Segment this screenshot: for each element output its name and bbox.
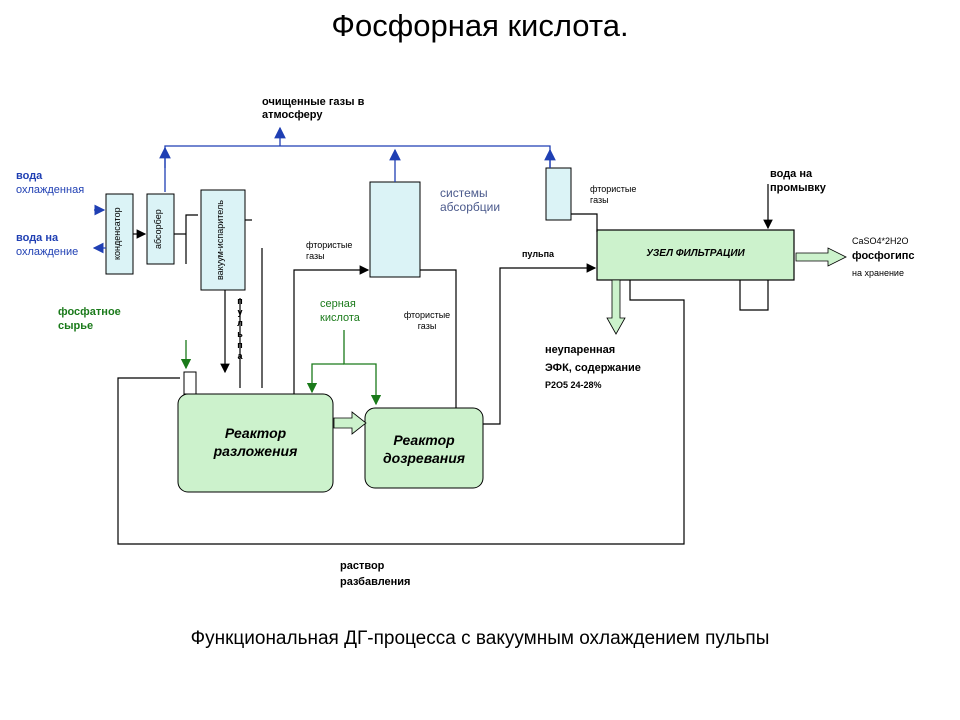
wash-water-label-1: вода на <box>770 168 813 180</box>
acid-label-1: неупаренная <box>545 344 616 356</box>
absorption-systems-label: системы абсорбции <box>440 186 501 214</box>
fluorine-gases-mid-label: фтористые газы <box>403 310 451 331</box>
reactor-maturation-label: Реактор дозревания <box>383 432 465 466</box>
sulfuric-label-1: серная <box>320 298 356 310</box>
vacuum-evaporator-label: вакуум-испаритель <box>215 200 225 280</box>
absorber-label: абсорбер <box>153 209 163 249</box>
page-title: Фосфорная кислота. <box>331 8 629 43</box>
vacuum-evaporator-vessel <box>200 189 246 291</box>
hollow-arrow-reactors <box>333 411 367 435</box>
dilution-label-1: раствор <box>340 560 385 572</box>
water-heat-label-1: вода на <box>16 232 59 244</box>
hollow-arrow-acid <box>606 279 626 335</box>
purified-gases-label: очищенные газы в атмосферу <box>262 96 365 121</box>
water-cooled-label-1: вода <box>16 170 43 182</box>
reactor-decomposition-label: Реактор разложения <box>213 425 298 459</box>
water-heat-label-2: охлаждение <box>16 246 79 258</box>
gypsum-storage-label: на хранение <box>852 268 904 278</box>
acid-label-3: P2O5 24-28% <box>545 380 602 390</box>
filtration-unit-label: УЗЕЛ ФИЛЬТРАЦИИ <box>646 248 745 259</box>
caption: Функциональная ДГ-процесса с вакуумным о… <box>190 628 770 649</box>
phosphate-label-2: сырье <box>58 320 94 332</box>
gypsum-name-label: фосфогипс <box>852 250 915 262</box>
reactor-maturation <box>364 407 484 489</box>
dilution-label-2: разбавления <box>340 576 411 588</box>
absorber-vessel <box>146 193 175 265</box>
gas-header-lines <box>159 126 556 192</box>
filtration-unit <box>596 229 795 281</box>
fluorine-gases-left-label: фтористые газы <box>306 240 353 261</box>
pulp-label: пульпа <box>522 249 555 259</box>
fluorine-gases-right-label: фтористые газы <box>590 184 637 205</box>
feed-hopper <box>183 371 197 395</box>
phosphate-label-1: фосфатное <box>58 306 121 318</box>
reactor-decomposition <box>177 393 334 493</box>
gypsum-formula-label: CaSO4*2H2O <box>852 236 909 246</box>
pulp-vertical-label: п у л ь п а <box>237 296 243 361</box>
hollow-arrow-gypsum <box>795 247 847 267</box>
absorption-vessel-main <box>369 181 421 278</box>
process-lines <box>117 184 773 545</box>
absorption-vessel-right <box>545 167 572 221</box>
water-cooled-label-2: охлажденная <box>16 184 85 196</box>
sulfuric-acid-lines <box>180 330 382 406</box>
condenser-label: конденсатор <box>112 207 122 261</box>
condenser-vessel <box>105 193 134 275</box>
acid-label-2: ЭФК, содержание <box>545 362 641 374</box>
sulfuric-label-2: кислота <box>320 312 360 324</box>
wash-water-label-2: промывку <box>770 182 826 194</box>
